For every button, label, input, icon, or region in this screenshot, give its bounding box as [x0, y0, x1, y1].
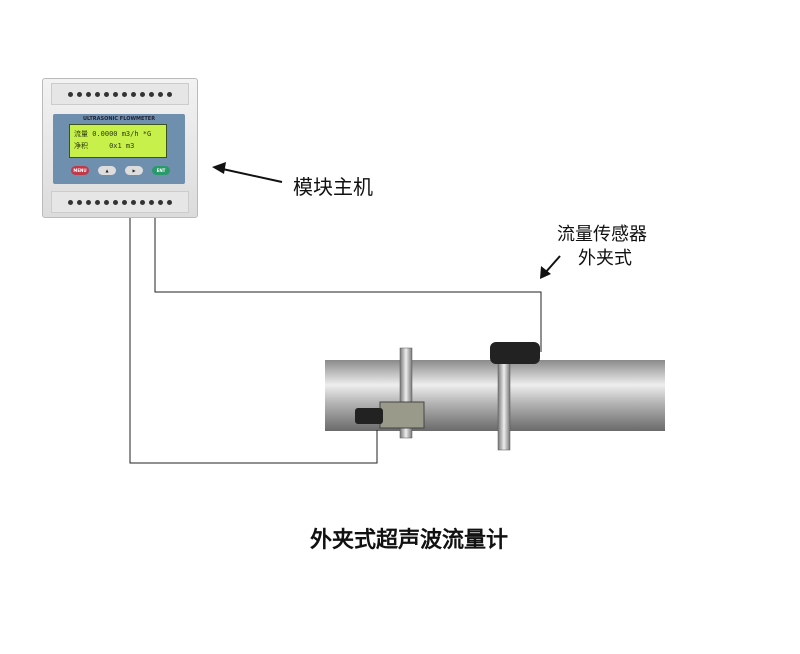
lcd-label-1: 流量	[74, 130, 88, 138]
flowmeter-host: ULTRASONIC FLOWMETER 流量 0.0000 m3/h *G 净…	[42, 78, 198, 218]
wire-1	[129, 205, 378, 464]
wire-2	[154, 205, 542, 352]
top-terminals	[51, 83, 189, 105]
host-label: 模块主机	[293, 175, 373, 199]
host-arrow	[217, 167, 283, 183]
sensor-left	[379, 401, 425, 429]
sensor-right	[490, 342, 540, 364]
lcd-value-1: 0.0000 m3/h *G	[92, 130, 152, 138]
sensor-arrow	[544, 255, 561, 274]
sensor-type-label: 外夹式	[578, 248, 632, 269]
menu-button[interactable]: MENU	[71, 166, 89, 175]
bottom-terminals	[51, 191, 189, 213]
enter-button[interactable]: ENT	[152, 166, 170, 175]
up-button[interactable]: ▲	[98, 166, 116, 175]
front-panel: ULTRASONIC FLOWMETER 流量 0.0000 m3/h *G 净…	[53, 114, 185, 184]
lcd-label-2: 净积	[74, 142, 88, 150]
clamp-right	[497, 349, 511, 451]
lcd-value-2: 0x1 m3	[109, 142, 135, 150]
sensor-label: 流量传感器	[557, 224, 647, 245]
lcd-screen: 流量 0.0000 m3/h *G 净积 0x1 m3	[69, 124, 167, 158]
diagram-title: 外夹式超声波流量计	[310, 528, 509, 553]
sensor-left-connector	[355, 408, 383, 424]
right-button[interactable]: ▶	[125, 166, 143, 175]
brand-text: ULTRASONIC FLOWMETER	[82, 116, 156, 122]
